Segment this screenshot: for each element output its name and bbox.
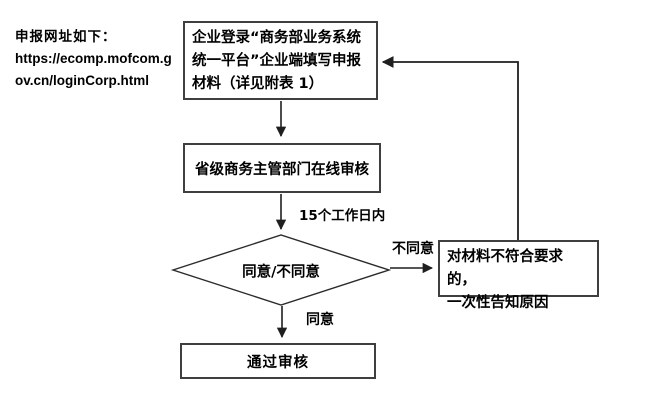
edge-label-agree: 同意 xyxy=(306,312,334,328)
pass-box-label: 通过审核 xyxy=(247,354,309,371)
url-note: 申报网址如下： https://ecomp.mofcom.g ov.cn/log… xyxy=(15,26,187,92)
start-box-line-1: 企业登录“商务部业务系统 xyxy=(192,30,362,46)
reject-box: 对材料不符合要求的， 一次性告知原因 xyxy=(438,240,599,311)
note-heading: 申报网址如下： xyxy=(15,29,117,45)
decision-diamond-shape xyxy=(170,234,392,306)
note-url-line-1: https://ecomp.mofcom.g xyxy=(15,51,172,66)
edge-label-duration: 15个工作日内 xyxy=(299,208,386,224)
review-box: 省级商务主管部门在线审核 xyxy=(183,143,381,193)
start-box: 企业登录“商务部业务系统 统一平台”企业端填写申报 材料（详见附表 1） xyxy=(183,21,378,100)
pass-box: 通过审核 xyxy=(180,343,376,379)
arrow-reject-feedback-to-start xyxy=(381,56,519,240)
edge-label-disagree: 不同意 xyxy=(392,241,434,257)
review-box-label: 省级商务主管部门在线审核 xyxy=(195,161,369,178)
decision-label: 同意/不同意 xyxy=(242,264,320,281)
reject-box-line-2: 一次性告知原因 xyxy=(447,295,549,311)
reject-box-line-1: 对材料不符合要求的， xyxy=(447,249,563,288)
start-box-line-3: 材料（详见附表 1） xyxy=(192,76,324,92)
note-url-line-2: ov.cn/loginCorp.html xyxy=(15,73,149,88)
start-box-line-2: 统一平台”企业端填写申报 xyxy=(192,53,362,69)
